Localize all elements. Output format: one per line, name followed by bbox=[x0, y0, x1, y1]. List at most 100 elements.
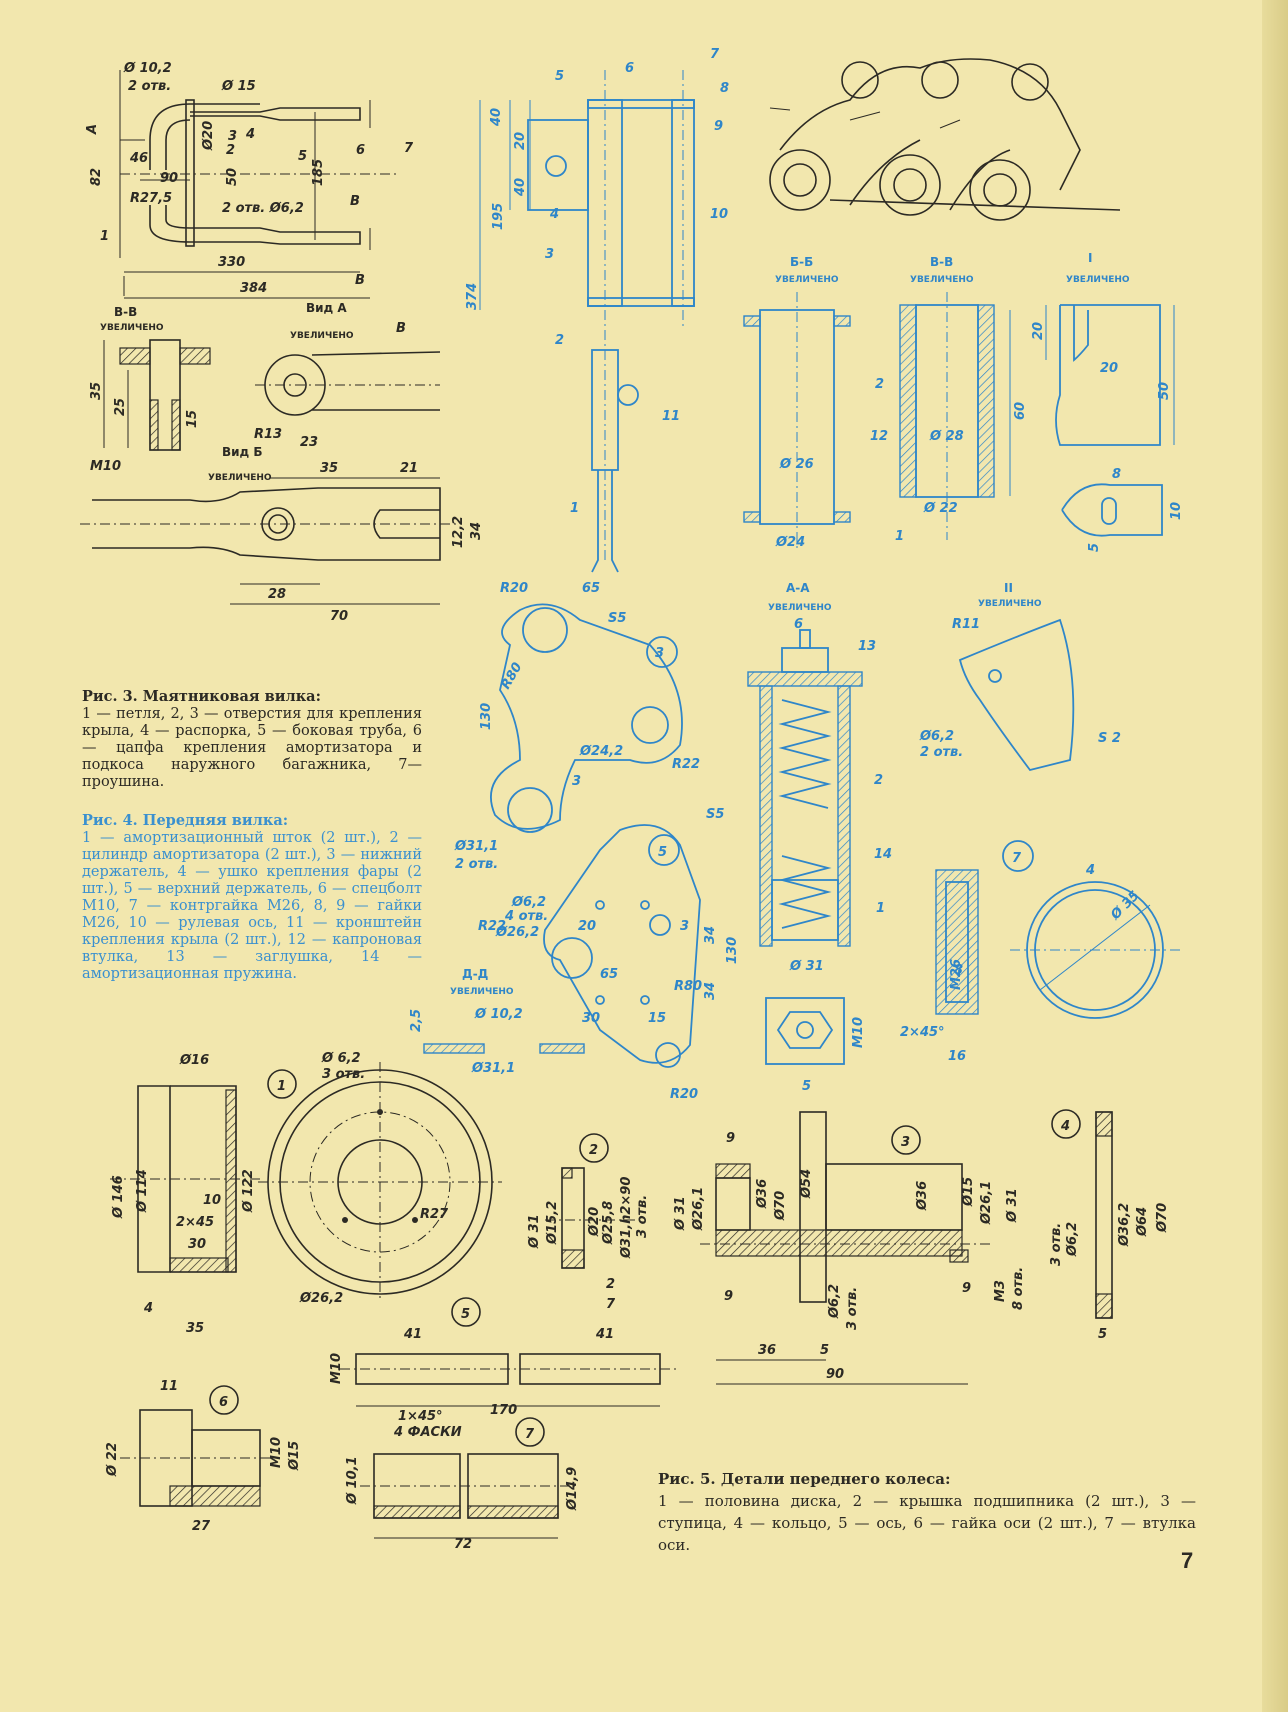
fig4-aa-callout-14: 14 bbox=[874, 847, 892, 862]
fig3-dim-185: 185 bbox=[311, 159, 326, 186]
fig4-plate5-callout: 5 bbox=[658, 845, 667, 860]
caption-fig5: Рис. 5. Детали переднего колеса: 1 — пол… bbox=[658, 1468, 1196, 1556]
fig3-dim-2holes-d6-2: 2 отв. Ø6,2 bbox=[222, 201, 304, 216]
fig4-bolt-m10: M10 bbox=[851, 1017, 866, 1048]
fig4-plate5-30: 30 bbox=[582, 1011, 600, 1026]
fig4-bb-d24: Ø24 bbox=[775, 535, 805, 550]
fig3-dim-82: 82 bbox=[89, 168, 104, 186]
fig4-plate5-34b: 34 bbox=[703, 982, 718, 1000]
fig5-p5-170: 170 bbox=[490, 1403, 517, 1418]
fig4-aa-callout-13: 13 bbox=[858, 639, 876, 654]
fig5-p2-callout: 2 bbox=[589, 1143, 598, 1158]
fig4-plate3-s5: S5 bbox=[608, 611, 626, 626]
fig3-dim-d10-2: Ø 10,2 bbox=[123, 61, 172, 76]
fig5-p2-7: 7 bbox=[606, 1297, 616, 1312]
fig4-plate5-34a: 34 bbox=[703, 926, 718, 944]
fig5-p3-36: 36 bbox=[758, 1343, 776, 1358]
fig5-p5-41b: 41 bbox=[595, 1327, 614, 1342]
fig4-nut7-m26: M26 bbox=[949, 959, 964, 990]
fig3-view-a-enlarged: УВЕЛИЧЕНО bbox=[290, 331, 354, 341]
fig3-callout-6: 6 bbox=[356, 143, 365, 158]
fig5-p2-2: 2 bbox=[606, 1277, 615, 1292]
fig5-p7-callout: 7 bbox=[525, 1427, 535, 1442]
fig4-plate5-130: 130 bbox=[725, 937, 740, 964]
fig3-mark-b2: В bbox=[355, 273, 365, 288]
fig5-p3-d31: Ø 31 bbox=[673, 1196, 688, 1231]
fig5-p1-d122: Ø 122 bbox=[241, 1169, 256, 1213]
fig4-sec-bb-title: Б-Б bbox=[790, 255, 813, 269]
fig4-dim-20: 20 bbox=[513, 132, 528, 150]
caption-fig4: Рис. 4. Передняя вилка: 1 — амортизацион… bbox=[82, 812, 422, 983]
fig4-plate5-r20: R20 bbox=[670, 1087, 698, 1102]
caption-fig4-title: Рис. 4. Передняя вилка: bbox=[82, 812, 289, 829]
fig4-nut7-8: 8 bbox=[954, 963, 963, 978]
fig5-p3-8holes: 8 отв. bbox=[1011, 1267, 1026, 1310]
fig3-dim-90: 90 bbox=[160, 171, 178, 186]
caption-fig3-text: 1 — петля, 2, 3 — отверстия для креплени… bbox=[82, 706, 422, 790]
fig3-callout-2: 2 bbox=[226, 143, 235, 158]
page-edge bbox=[1262, 0, 1288, 1712]
fig4-dd-d10-2: Ø 10,2 bbox=[474, 1007, 523, 1022]
fig5-p3-d36b: Ø36 bbox=[915, 1181, 930, 1211]
fig4-view-i-title: I bbox=[1088, 251, 1092, 265]
caption-fig5-title: Рис. 5. Детали переднего колеса: bbox=[658, 1470, 951, 1488]
fig4-plate5-20: 20 bbox=[578, 919, 596, 934]
fig4-aa-d31: Ø 31 bbox=[789, 959, 824, 974]
fig5-p3-d15: Ø15 bbox=[961, 1177, 976, 1207]
fig5-p4-3holes: 3 отв. bbox=[1049, 1223, 1064, 1266]
fig4-callout-4: 4 bbox=[549, 207, 559, 222]
fig4-callout-11: 11 bbox=[662, 409, 680, 424]
fig3-view-a-mark: В bbox=[396, 321, 406, 336]
fig4-view-ii-r11: R11 bbox=[952, 617, 980, 632]
fig4-callout-5: 5 bbox=[555, 69, 564, 84]
fig5-p1-10: 10 bbox=[203, 1193, 221, 1208]
fig5-p3-3holes: 3 отв. bbox=[845, 1287, 860, 1330]
fig5-disc-3holes: 3 отв. bbox=[322, 1067, 365, 1082]
fig3-callout-4: 4 bbox=[245, 127, 255, 142]
fig5-p4-d36-2: Ø36,2 bbox=[1117, 1203, 1132, 1247]
fig4-view-i-50: 50 bbox=[1157, 382, 1172, 400]
fig5-p7-d14-9: Ø14,9 bbox=[565, 1467, 580, 1511]
fig5-p2-d31: Ø 31 bbox=[527, 1214, 542, 1249]
fig4-nut7-chamfer: 2×45° bbox=[900, 1025, 945, 1040]
fig4-plate5-4holes: 4 отв. bbox=[504, 909, 548, 924]
caption-fig3: Рис. 3. Маятниковая вилка: 1 — петля, 2,… bbox=[82, 688, 422, 791]
fig4-fork-drawing: 40 20 40 195 374 3 4 5 6 7 8 9 10 2 11 1… bbox=[409, 47, 1184, 1102]
fig4-callout-6: 6 bbox=[625, 61, 634, 76]
fig4-view-i-20b: 20 bbox=[1100, 361, 1118, 376]
fig3-view-b2-title: Вид Б bbox=[222, 445, 263, 459]
fig5-wheel-drawing: Ø16 Ø 146 Ø 114 Ø 122 10 2×45 30 4 35 1 … bbox=[105, 1051, 1170, 1552]
fig3-view-b2-70: 70 bbox=[330, 609, 348, 624]
fig3-view-a-r13: R13 bbox=[254, 427, 282, 442]
fig5-p1-chamfer: 2×45 bbox=[176, 1215, 214, 1230]
fig3-callout-3: 3 bbox=[228, 129, 237, 144]
fig4-aa-callout-1: 1 bbox=[876, 901, 885, 916]
fig4-bb-d26: Ø 26 bbox=[779, 457, 814, 472]
fig3-dim-d15: Ø 15 bbox=[221, 79, 256, 94]
fig5-p6-27: 27 bbox=[192, 1519, 211, 1534]
fig5-p4-callout: 4 bbox=[1060, 1119, 1070, 1134]
fig4-callout-7: 7 bbox=[710, 47, 720, 62]
fig4-nut7-d35: Ø 35 bbox=[1108, 888, 1143, 923]
fig3-mark-a: А bbox=[85, 124, 100, 135]
fig3-view-b2-enlarged: УВЕЛИЧЕНО bbox=[208, 473, 272, 483]
fig5-p6-d15: Ø15 bbox=[287, 1441, 302, 1471]
fig4-dim-374: 374 bbox=[465, 283, 480, 310]
fig4-plate3-3: 3 bbox=[572, 774, 581, 789]
fig4-sec-vv-enlarged: УВЕЛИЧЕНО bbox=[910, 275, 974, 285]
fig5-p1-callout: 1 bbox=[277, 1079, 286, 1094]
fig5-p5-m10: M10 bbox=[329, 1353, 344, 1384]
fig3-spacer bbox=[185, 99, 195, 247]
fig4-dd-d31-1: Ø31,1 bbox=[471, 1061, 515, 1076]
fig3-view-a-title: Вид А bbox=[306, 301, 347, 315]
fig3-bb-dim-m10: M10 bbox=[90, 459, 121, 474]
fig4-sec-dd-enlarged: УВЕЛИЧЕНО bbox=[450, 987, 514, 997]
fig5-p7-4chamfers: 4 ФАСКИ bbox=[393, 1425, 462, 1440]
fig4-callout-8: 8 bbox=[720, 81, 729, 96]
fig5-p2-d31h2: Ø31,h2×90 bbox=[619, 1177, 634, 1259]
fig4-upper-holder bbox=[543, 824, 701, 1064]
fig4-plate3-2holes: 2 отв. bbox=[455, 857, 498, 872]
fig4-nut7-16: 16 bbox=[948, 1049, 966, 1064]
fig5-p6-callout: 6 bbox=[219, 1395, 228, 1410]
fig5-p3-d54: Ø54 bbox=[799, 1169, 814, 1199]
